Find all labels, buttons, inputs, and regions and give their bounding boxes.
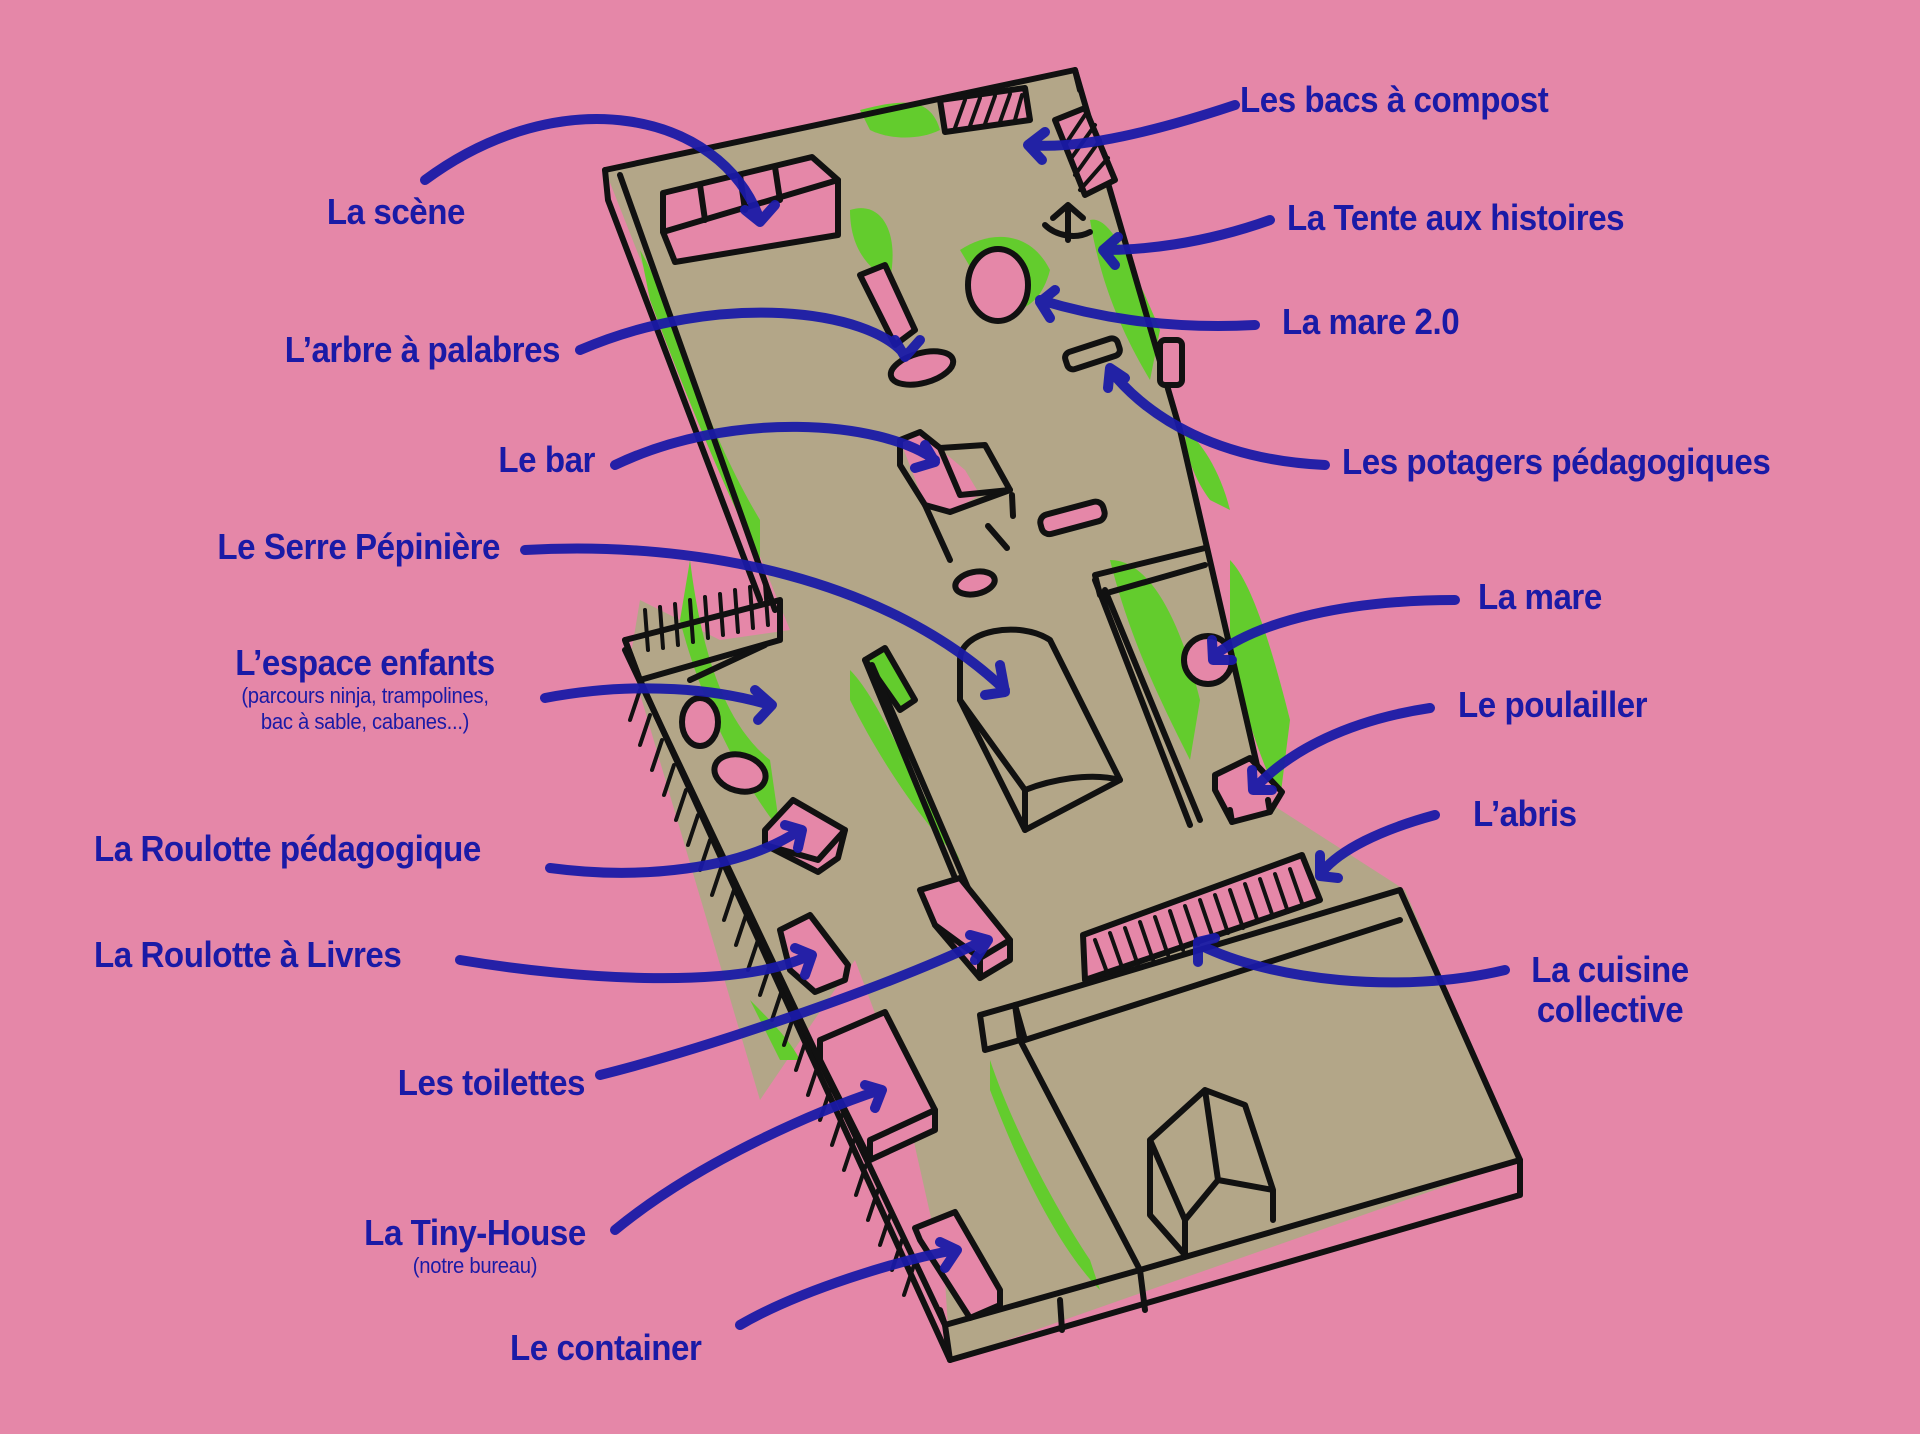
label-tente-aux-histoires: La Tente aux histoires: [1287, 197, 1625, 238]
label-abris-title: L’abris: [1473, 793, 1577, 834]
fence-ticks: [628, 582, 916, 1297]
label-compost-title: Les bacs à compost: [1240, 79, 1549, 120]
tente-shape: [1042, 202, 1093, 243]
espace-enfants-shape: [679, 642, 769, 795]
label-la-scene: La scène: [313, 191, 466, 232]
label-container: Le container: [510, 1327, 702, 1368]
label-tiny-house-subtitle: (notre bureau): [412, 1252, 538, 1278]
label-enfants-subtitle-1: (parcours ninja, trampolines,: [241, 682, 489, 708]
label-enfants-subtitle-2: bac à sable, cabanes...): [260, 708, 470, 734]
label-mare2-title: La mare 2.0: [1282, 301, 1460, 342]
label-container-title: Le container: [510, 1327, 702, 1368]
cuisine-shape: [1080, 852, 1323, 983]
label-roulotte-livres-title: La Roulotte à Livres: [94, 934, 402, 975]
label-potagers-pedagogiques: Les potagers pédagogiques: [1342, 441, 1771, 482]
label-serre-title: Le Serre Pépinière: [217, 526, 500, 567]
long-wall-shape: [1092, 545, 1208, 828]
label-bacs-a-compost: Les bacs à compost: [1240, 79, 1549, 120]
compost-bins-shape: [937, 85, 1118, 198]
label-mare-2: La mare 2.0: [1282, 301, 1460, 342]
serre-shape: [957, 626, 1123, 833]
label-enfants-title: L’espace enfants: [235, 642, 495, 683]
label-la-mare: La mare: [1478, 577, 1602, 617]
label-poulailler: Le poulailler: [1458, 684, 1648, 725]
house-shape: [1147, 1087, 1276, 1258]
label-tiny-house: La Tiny-House (notre bureau): [351, 1213, 599, 1279]
potagers-shape: [1062, 335, 1185, 388]
label-tiny-house-title: La Tiny-House: [364, 1212, 586, 1253]
label-roulotte-peda-title: La Roulotte pédagogique: [94, 828, 481, 869]
label-cuisine-collective: La cuisine collective: [1509, 950, 1711, 1029]
label-roulotte-pedagogique: La Roulotte pédagogique: [94, 829, 481, 869]
container-shape: [912, 1209, 1003, 1321]
pointer-arrows: [420, 100, 1510, 1330]
label-toilettes-title: Les toilettes: [397, 1062, 586, 1103]
label-tente-title: La Tente aux histoires: [1287, 197, 1625, 238]
label-le-bar: Le bar: [443, 440, 595, 480]
label-roulotte-a-livres: La Roulotte à Livres: [94, 934, 402, 975]
label-poulailler-title: Le poulailler: [1458, 684, 1648, 725]
label-arbre-a-palabres: L’arbre à palabres: [229, 329, 561, 370]
mare-2-shape: [965, 246, 1031, 324]
label-potagers-title: Les potagers pédagogiques: [1342, 441, 1771, 482]
label-cuisine-title-2: collective: [1536, 988, 1684, 1030]
label-cuisine-title-1: La cuisine: [1531, 949, 1689, 990]
label-toilettes: Les toilettes: [360, 1062, 586, 1103]
label-mare-title: La mare: [1478, 576, 1602, 617]
label-bar-title: Le bar: [498, 439, 595, 480]
label-serre-pepiniere: Le Serre Pépinière: [187, 527, 500, 567]
bench-shape: [862, 645, 971, 893]
label-la-scene-title: La scène: [326, 191, 466, 232]
label-espace-enfants: L’espace enfants (parcours ninja, trampo…: [209, 643, 522, 735]
label-arbre-title: L’arbre à palabres: [284, 329, 561, 370]
label-abris: L’abris: [1473, 794, 1577, 834]
